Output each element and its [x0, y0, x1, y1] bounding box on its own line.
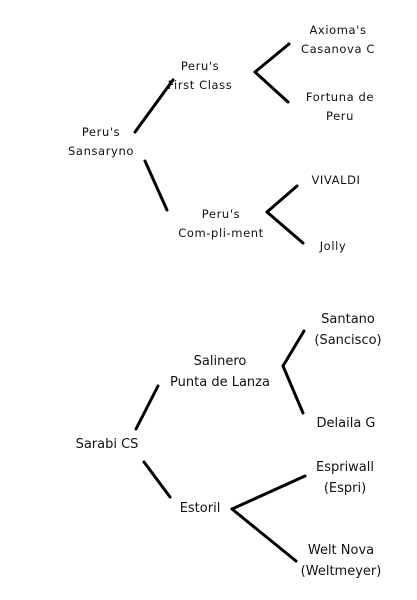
horse-name-line: Peru's: [180, 59, 220, 73]
horse-dam-sire-1: VIVALDI: [311, 171, 360, 190]
horse-dam-sire-2: Espriwall (Espri): [316, 457, 374, 499]
horse-name-line: Sarabi CS: [75, 437, 139, 452]
horse-sire-1: Peru's First Class: [168, 57, 233, 95]
horse-name-line: Santano: [321, 312, 375, 327]
connector-sire1-to-sire-sire: [253, 42, 291, 74]
horse-name-line: Delaila G: [316, 416, 376, 431]
horse-root-1: Peru's Sansaryno: [68, 123, 134, 161]
horse-name-line: First Class: [167, 78, 233, 92]
connector-dam2-to-dam-sire: [230, 474, 307, 511]
horse-name-line: Fortuna de: [305, 90, 375, 104]
horse-name-line: Estoril: [179, 501, 221, 516]
horse-name-line: (Sancisco): [314, 333, 382, 348]
horse-name-line: Espriwall: [315, 460, 375, 475]
horse-sire-2: Salinero Punta de Lanza: [170, 351, 270, 393]
connector-dam2-to-dam-dam: [230, 507, 298, 563]
horse-name-line: Peru's: [81, 125, 121, 139]
connector-dam1-to-dam-sire: [265, 184, 299, 214]
connector-root1-to-dam: [143, 159, 169, 212]
horse-dam-dam-2: Welt Nova (Weltmeyer): [301, 540, 382, 582]
connector-sire2-to-sire-dam: [281, 364, 305, 415]
horse-sire-dam-2: Delaila G: [317, 413, 376, 434]
horse-root-2: Sarabi CS: [76, 434, 139, 455]
horse-sire-sire-1: Axioma's Casanova C: [301, 21, 375, 59]
horse-dam-1: Peru's Com-pli-ment: [178, 205, 264, 243]
horse-name-line: VIVALDI: [311, 173, 361, 187]
horse-dam-2: Estoril: [180, 498, 221, 519]
horse-name-line: Sansaryno: [68, 144, 134, 158]
horse-dam-dam-1: Jolly: [320, 237, 347, 256]
horse-sire-dam-1: Fortuna de Peru: [306, 88, 374, 126]
horse-name-line: (Espri): [323, 481, 367, 496]
horse-name-line: Peru: [325, 109, 355, 123]
horse-name-line: Axioma's: [309, 23, 367, 37]
horse-name-line: Jolly: [319, 239, 347, 253]
horse-name-line: Com-pli-ment: [178, 226, 264, 240]
connector-root1-to-sire: [133, 78, 175, 134]
connector-sire2-to-sire-sire: [281, 329, 306, 368]
connector-dam1-to-dam-dam: [265, 210, 305, 245]
horse-name-line: Peru's: [201, 207, 241, 221]
horse-name-line: Salinero: [193, 354, 247, 369]
horse-name-line: Casanova C: [301, 42, 375, 56]
horse-name-line: (Weltmeyer): [300, 564, 382, 579]
horse-name-line: Punta de Lanza: [170, 375, 270, 390]
connector-root2-to-dam: [142, 460, 172, 499]
horse-name-line: Welt Nova: [307, 543, 375, 558]
connector-root2-to-sire: [134, 384, 160, 431]
connector-sire1-to-sire-dam: [253, 70, 290, 104]
horse-sire-sire-2: Santano (Sancisco): [314, 309, 381, 351]
